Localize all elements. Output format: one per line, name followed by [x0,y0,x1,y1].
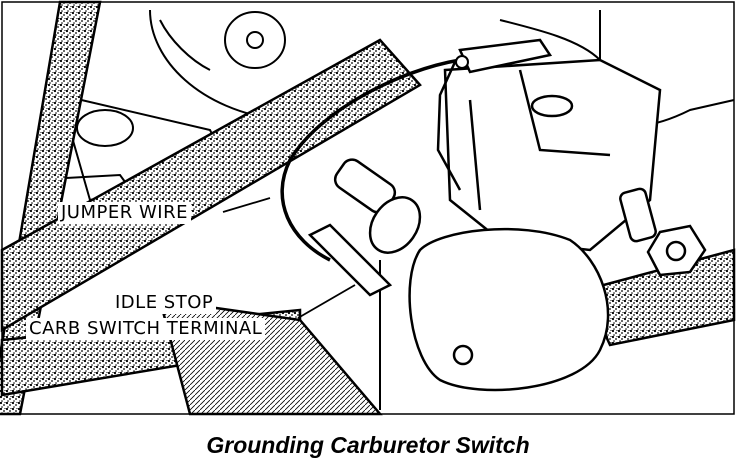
jumper-wire-label: JUMPER WIRE [58,202,191,224]
idle-stop-solenoid [307,158,422,297]
carburetor-body [408,58,707,392]
jumper-wire [280,38,553,262]
idle-stop-label-line2: CARB SWITCH TERMINAL [26,318,266,340]
figure-caption: Grounding Carburetor Switch [206,432,530,458]
leader-lines [222,197,356,319]
idle-stop-label-line1: IDLE STOP [112,292,217,314]
